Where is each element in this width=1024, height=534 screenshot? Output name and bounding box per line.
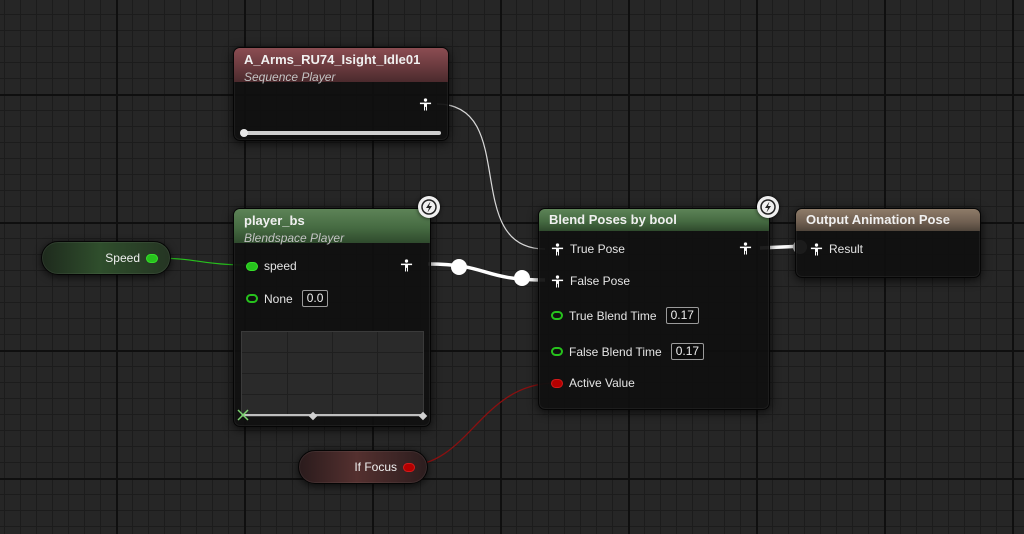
float-pin-icon [551,311,563,320]
float-pin-icon[interactable] [146,253,158,263]
node-subtitle: Sequence Player [244,70,336,84]
result-input-pin[interactable]: Result [810,242,863,256]
wire-blendspace-to-false-pose [427,262,546,282]
speed-variable-node[interactable]: Speed [41,241,171,275]
pin-label: True Pose [570,242,625,256]
lightning-bolt-icon [757,196,779,218]
node-title: Blend Poses by bool [549,212,677,227]
blendspace-preview[interactable] [237,331,428,421]
lightning-bolt-icon [418,196,440,218]
variable-label: If Focus [354,460,397,474]
blendspace-sample-point[interactable] [237,409,249,421]
true-pose-input-pin[interactable]: True Pose [551,242,625,256]
person-icon [739,242,752,255]
blendspace-axis [242,414,423,416]
pose-output-pin[interactable] [739,242,752,255]
active-value-pin[interactable]: Active Value [551,376,635,390]
playback-knob[interactable] [240,129,248,137]
node-title: A_Arms_RU74_Isight_Idle01 [244,52,421,67]
node-subtitle: Blendspace Player [244,231,345,245]
node-header[interactable]: Output Animation Pose [796,209,980,231]
pin-label: Active Value [569,376,635,390]
sequence-player-node[interactable]: A_Arms_RU74_Isight_Idle01 Sequence Playe… [233,47,449,141]
wire-knot[interactable] [451,259,467,275]
node-header[interactable]: A_Arms_RU74_Isight_Idle01 Sequence Playe… [234,48,448,84]
float-pin-icon [551,347,563,356]
true-blend-time-pin[interactable]: True Blend Time 0.17 [551,307,699,324]
blend-poses-node[interactable]: Blend Poses by bool True Pose False Pose… [538,208,770,410]
bool-pin-icon[interactable] [403,462,415,472]
bool-pin-icon [551,378,563,388]
if-focus-variable-node[interactable]: If Focus [298,450,428,484]
node-header[interactable]: player_bs Blendspace Player [234,209,430,245]
node-header[interactable]: Blend Poses by bool [539,209,769,231]
pin-label: True Blend Time [569,308,657,323]
blendspace-sample-point[interactable] [418,411,428,421]
pin-label: None [264,291,293,306]
value-field[interactable]: 0.17 [670,343,705,360]
pin-label: False Blend Time [569,344,662,359]
blendspace-player-node[interactable]: player_bs Blendspace Player speed None 0… [233,208,431,427]
person-icon [400,259,413,272]
value-field[interactable]: 0.0 [301,290,329,307]
float-pin-icon [246,261,258,271]
person-icon [551,274,564,288]
pin-label: Result [829,242,864,256]
speed-input-pin[interactable]: speed [246,259,297,273]
pin-label: False Pose [570,274,631,288]
pose-output-pin[interactable] [400,259,413,272]
node-title: Output Animation Pose [806,212,950,227]
variable-label: Speed [105,251,140,265]
output-animation-pose-node[interactable]: Output Animation Pose Result [795,208,981,278]
wire-knot[interactable] [514,270,530,286]
person-icon [419,98,432,111]
none-input-pin[interactable]: None 0.0 [246,290,329,307]
pose-output-pin[interactable] [419,98,432,111]
node-title: player_bs [244,213,305,228]
float-pin-icon [246,294,258,303]
playback-slider[interactable] [243,131,441,135]
pin-label: speed [264,259,297,273]
wire-sequence-to-true-pose [436,103,546,250]
false-blend-time-pin[interactable]: False Blend Time 0.17 [551,343,705,360]
person-icon [810,242,823,256]
false-pose-input-pin[interactable]: False Pose [551,274,630,288]
value-field[interactable]: 0.17 [665,307,699,324]
person-icon [551,242,564,256]
